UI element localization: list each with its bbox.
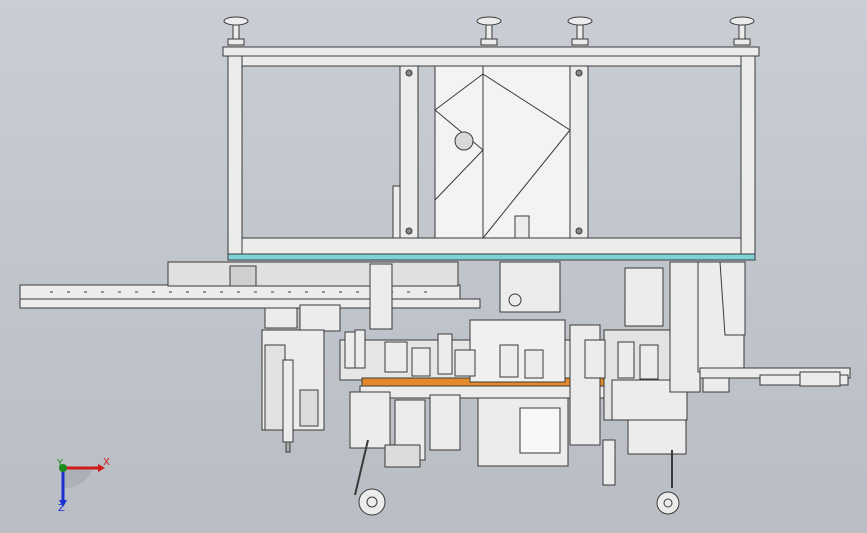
main-frame (222, 46, 760, 261)
y-axis-label: Y (57, 458, 64, 469)
out-feed-rail (699, 367, 851, 393)
leveling-foot (567, 16, 593, 46)
leveling-foot (729, 16, 755, 46)
axis-triad (59, 464, 105, 507)
leveling-foot (223, 16, 249, 46)
leveling-foot (476, 16, 502, 46)
feed-conveyor (19, 261, 481, 332)
left-support-column (261, 329, 325, 453)
right-column (669, 261, 746, 393)
x-axis-label: X (103, 457, 110, 468)
tool-stations (344, 261, 664, 380)
z-axis-label: Z (58, 503, 65, 514)
lower-right-mechanism (602, 379, 688, 515)
lower-left-mechanism (349, 391, 461, 516)
